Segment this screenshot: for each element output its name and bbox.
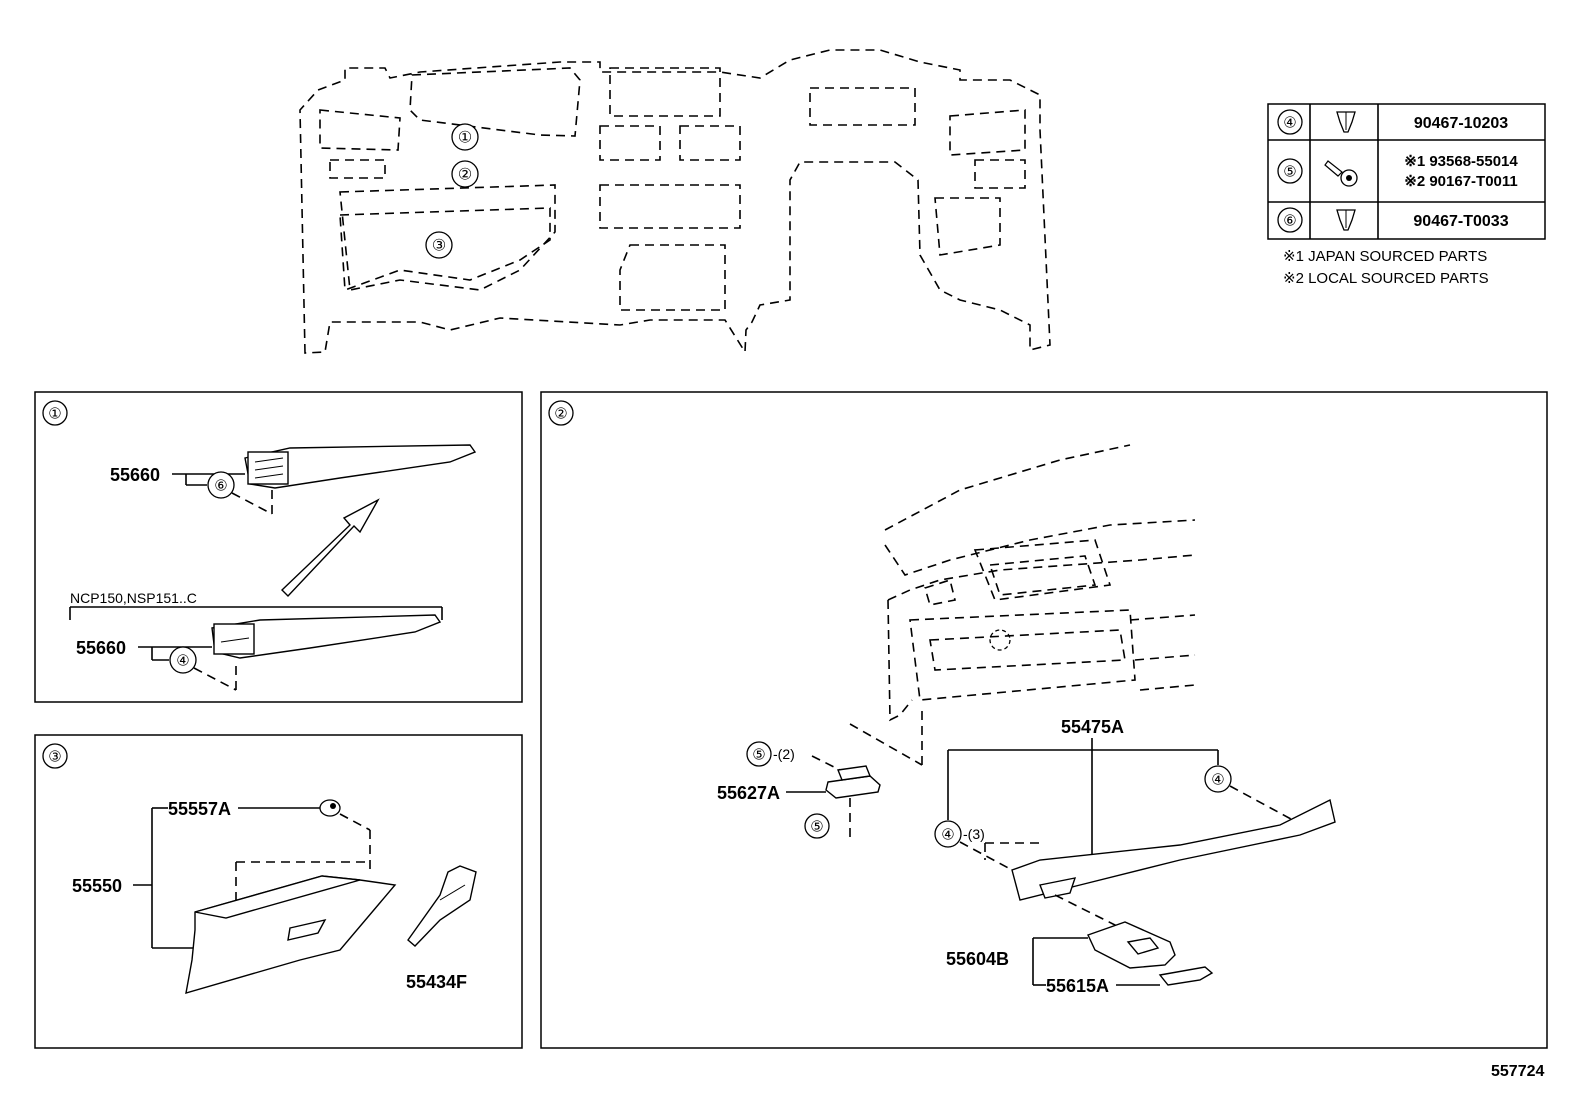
- cover-55615A: [1158, 966, 1214, 986]
- panel-1-variant-label: NCP150,NSP151..C: [70, 590, 197, 606]
- overview-callout-1-label: ①: [458, 130, 472, 147]
- panel-2: ② 55475A ④ ④ -(3): [540, 391, 1548, 1049]
- part-55550-label: 55550: [72, 876, 122, 896]
- clip-icon: [1336, 209, 1356, 231]
- fastener-5-top: ⑤: [752, 747, 765, 764]
- fastener-4-right: ④: [1211, 772, 1224, 789]
- fastener-legend-table: ④ 90467-10203 ⑤ ※1 93568-55014 ※2 90167-…: [1267, 103, 1546, 287]
- overview-callout-2: [451, 160, 479, 188]
- vent-register-upper: [244, 444, 477, 489]
- legend-ref-5: ⑤: [1283, 164, 1296, 181]
- part-55557A-label: 55557A: [168, 799, 231, 819]
- legend-part-90467-10203: 90467-10203: [1414, 115, 1508, 132]
- diagram-id: 557724: [1491, 1063, 1544, 1080]
- fastener-4-left: ④: [941, 827, 954, 844]
- legend-note-japan: ※1 JAPAN SOURCED PARTS: [1283, 248, 1487, 265]
- legend-ref-4: ④: [1283, 115, 1296, 132]
- lower-instrument-panel-trim: [1011, 798, 1336, 901]
- panel-1-upper-part-number: 55660: [110, 465, 160, 485]
- legend-note-local: ※2 LOCAL SOURCED PARTS: [1283, 270, 1489, 287]
- fastener-5-bottom: ⑤: [810, 819, 823, 836]
- switch-base-55604B: [1087, 921, 1176, 969]
- part-55434F-label: 55434F: [406, 972, 467, 992]
- direction-arrow: [280, 498, 380, 598]
- legend-part-90467-T0033: 90467-T0033: [1413, 213, 1508, 230]
- overview-callout-3: [425, 231, 453, 259]
- overview-callout-3-label: ③: [432, 238, 446, 255]
- vent-register-lower: [211, 614, 442, 659]
- part-55604B-label: 55604B: [946, 949, 1009, 969]
- glove-box-door: [185, 875, 397, 994]
- legend-ref-6: ⑥: [1283, 213, 1296, 230]
- panel-3: ③ 55557A 55550 55434F: [34, 734, 523, 1049]
- panel-3-number: ③: [48, 749, 61, 766]
- overview-callout-2-label: ②: [458, 167, 472, 184]
- panel-2-number: ②: [554, 406, 567, 423]
- part-55615A-label: 55615A: [1046, 976, 1109, 996]
- legend-part-screw-japan: ※1 93568-55014: [1404, 153, 1518, 170]
- panel-1-lower-fastener: ④: [176, 653, 189, 670]
- panel-1-number: ①: [48, 406, 61, 423]
- glove-box-side-garnish: [407, 865, 477, 947]
- part-55627A-label: 55627A: [717, 783, 780, 803]
- bracket-55627A: [825, 765, 881, 799]
- glove-box-damper: [319, 799, 341, 817]
- clip-icon: [1336, 111, 1356, 133]
- panel-1-upper-fastener: ⑥: [214, 478, 227, 495]
- screw-icon: [1324, 160, 1358, 187]
- panel-1: ① 55660 ⑥ NCP150,NSP151..C 55660: [34, 391, 523, 703]
- fastener-4-left-qty: -(3): [963, 826, 985, 842]
- part-55475A-label: 55475A: [1061, 717, 1124, 737]
- panel-1-lower-part-number: 55660: [76, 638, 126, 658]
- overview-callout-1: [451, 123, 479, 151]
- dashboard-overview: ① ② ③: [299, 49, 1051, 355]
- legend-part-screw-local: ※2 90167-T0011: [1404, 173, 1518, 190]
- instrument-panel-sketch: [884, 444, 1196, 722]
- fastener-5-top-qty: -(2): [773, 746, 795, 762]
